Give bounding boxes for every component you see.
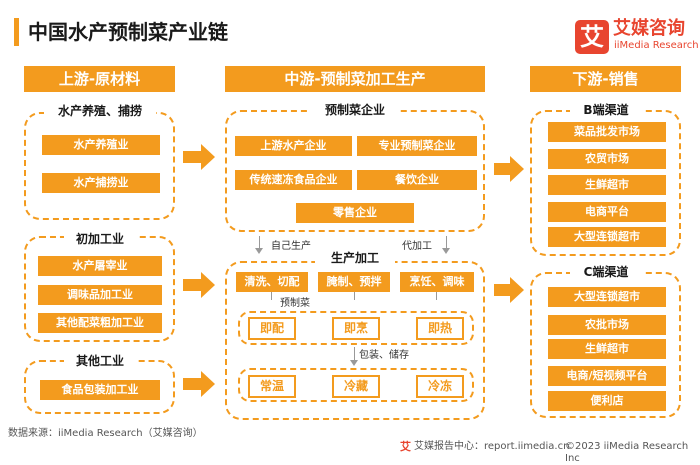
storage-group (238, 368, 474, 402)
c-channel-item: 生鲜超市 (548, 339, 666, 359)
flow-arrow-body (494, 163, 510, 175)
flow-arrow-body (183, 378, 201, 390)
storage-type: 冷冻 (416, 375, 464, 398)
brand-name-cn: 艾媒咨询 (613, 18, 685, 39)
footer-copyright: ©2023 iiMedia Research Inc (565, 441, 689, 464)
flow-arrow-icon (510, 277, 524, 303)
c-channel-item: 大型连锁超市 (548, 287, 666, 307)
enterprise-item: 餐饮企业 (357, 170, 477, 190)
down-arrow-icon (350, 360, 358, 366)
upstream-item: 水产捕捞业 (42, 173, 160, 193)
product-form: 即热 (416, 317, 464, 340)
flow-arrow-icon (201, 144, 215, 170)
flow-arrow-icon (510, 156, 524, 182)
upstream-header: 上游-原材料 (24, 66, 175, 92)
connector-line (354, 347, 355, 361)
upstream-group-label: 初加工业 (64, 231, 136, 247)
enterprise-label: 预制菜企业 (310, 102, 400, 118)
c-channel-item: 农批市场 (548, 315, 666, 335)
enterprise-item: 专业预制菜企业 (357, 136, 477, 156)
midstream-header: 中游-预制菜加工生产 (225, 66, 485, 92)
upstream-item: 食品包装加工业 (40, 380, 160, 400)
production-label: 生产加工 (315, 250, 395, 266)
page-title: 中国水产预制菜产业链 (28, 20, 228, 44)
prepared-label: 预制菜 (280, 298, 310, 309)
upstream-item: 水产屠宰业 (38, 256, 162, 276)
self-produce-label: 自己生产 (271, 241, 311, 252)
storage-label: 包装、储存 (359, 350, 409, 361)
connector-line (446, 236, 447, 248)
upstream-item: 调味品加工业 (38, 285, 162, 305)
connector-line (436, 292, 437, 300)
down-arrow-icon (442, 248, 450, 254)
brand-name-en: iiMedia Research (614, 40, 699, 51)
footer-logo-icon: 艾 (400, 440, 411, 453)
connector-line (259, 236, 260, 248)
down-arrow-icon (255, 248, 263, 254)
production-step: 腌制、预拌 (318, 272, 390, 292)
flow-arrow-icon (201, 371, 215, 397)
upstream-group-label: 其他工业 (64, 353, 136, 369)
upstream-group-label: 水产养殖、捕捞 (44, 103, 156, 119)
flow-arrow-icon (201, 272, 215, 298)
product-form: 即烹 (332, 317, 380, 340)
brand-logo-icon: 艾 (575, 20, 609, 54)
production-step: 烹饪、调味 (400, 272, 474, 292)
c-channel-item: 电商/短视频平台 (548, 366, 666, 386)
upstream-item: 水产养殖业 (42, 135, 160, 155)
production-step: 清洗、切配 (236, 272, 308, 292)
product-form: 即配 (248, 317, 296, 340)
b-channel-item: 大型连锁超市 (548, 227, 666, 247)
b-channel-item: 农贸市场 (548, 149, 666, 169)
upstream-item: 其他配菜粗加工业 (38, 313, 162, 333)
enterprise-item: 零售企业 (296, 203, 414, 223)
flow-arrow-body (183, 151, 201, 163)
b-channel-item: 电商平台 (548, 202, 666, 222)
enterprise-item: 传统速冻食品企业 (235, 170, 352, 190)
flow-arrow-body (183, 279, 201, 291)
storage-type: 常温 (248, 375, 296, 398)
connector-line (354, 292, 355, 300)
upstream-group-aquaculture (24, 112, 175, 220)
footer-report-center: 艾媒报告中心：report.iimedia.cn (414, 441, 570, 452)
b-channel-item: 菜品批发市场 (548, 122, 666, 142)
connector-line (271, 292, 272, 300)
product-form-group (238, 311, 474, 345)
downstream-header: 下游-销售 (530, 66, 681, 92)
storage-type: 冷藏 (332, 375, 380, 398)
flow-arrow-body (494, 284, 510, 296)
c-channel-item: 便利店 (548, 391, 666, 411)
b-channel-label: B端渠道 (570, 102, 642, 118)
title-accent-bar (14, 18, 19, 46)
b-channel-item: 生鲜超市 (548, 175, 666, 195)
outsource-label: 代加工 (402, 241, 432, 252)
c-channel-label: C端渠道 (570, 264, 642, 280)
footer-source: 数据来源：iiMedia Research（艾媒咨询） (8, 428, 203, 439)
enterprise-item: 上游水产企业 (235, 136, 352, 156)
